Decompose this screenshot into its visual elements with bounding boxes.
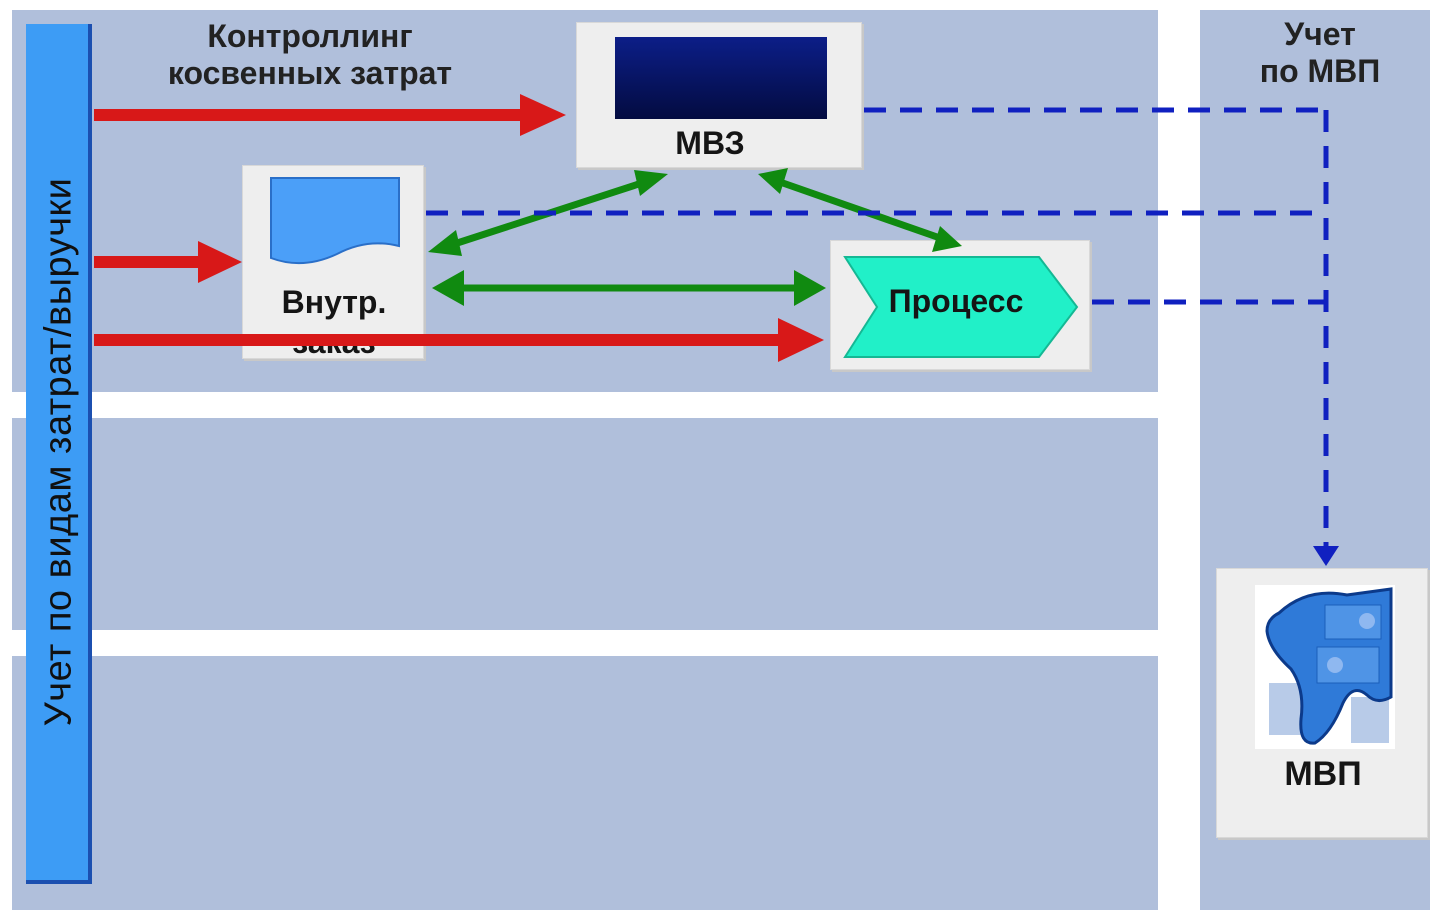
process-shape (843, 256, 1079, 358)
green-head-mvz-end2 (758, 168, 788, 194)
red-arrows (94, 94, 824, 362)
vertical-label-bar (26, 24, 92, 884)
green-head-process-right (794, 270, 826, 306)
internal-order-label-line1: Внутр. (281, 284, 387, 320)
blue-arrowhead-mvp (1313, 546, 1339, 566)
band-bottom-left (12, 656, 1158, 910)
green-head-order-end (428, 230, 462, 256)
mvz-node[interactable]: МВЗ (576, 22, 862, 168)
right-label-line2: по МВП (1259, 52, 1381, 89)
money-document-icon (1255, 585, 1395, 749)
process-label: Процесс (888, 283, 1024, 319)
right-label-line1: Учет (1284, 16, 1356, 52)
process-node[interactable]: Процесс (830, 240, 1090, 370)
mvz-label: МВЗ (675, 125, 745, 161)
top-label-line2: косвенных затрат (167, 54, 453, 91)
band-middle-left (12, 418, 1158, 630)
mvz-screen-icon (615, 37, 827, 119)
top-label-line1: Контроллинг (207, 18, 413, 54)
green-arrow-mvz-process (778, 178, 942, 242)
document-icon (270, 177, 400, 265)
top-label: Контроллинг косвенных затрат (140, 18, 480, 92)
red-arrowhead-process (778, 318, 824, 362)
green-head-process-end (932, 226, 962, 252)
dashed-blue-lines (426, 107, 1329, 546)
green-head-order-left (432, 270, 464, 306)
green-head-mvz-end (634, 170, 668, 196)
red-arrowhead-order (198, 241, 242, 283)
mvp-label: МВП (1284, 755, 1362, 793)
green-arrows (428, 168, 962, 306)
mvp-node[interactable]: МВП (1216, 568, 1428, 838)
right-label: Учет по МВП (1230, 16, 1410, 90)
red-arrowhead-mvz (520, 94, 566, 136)
